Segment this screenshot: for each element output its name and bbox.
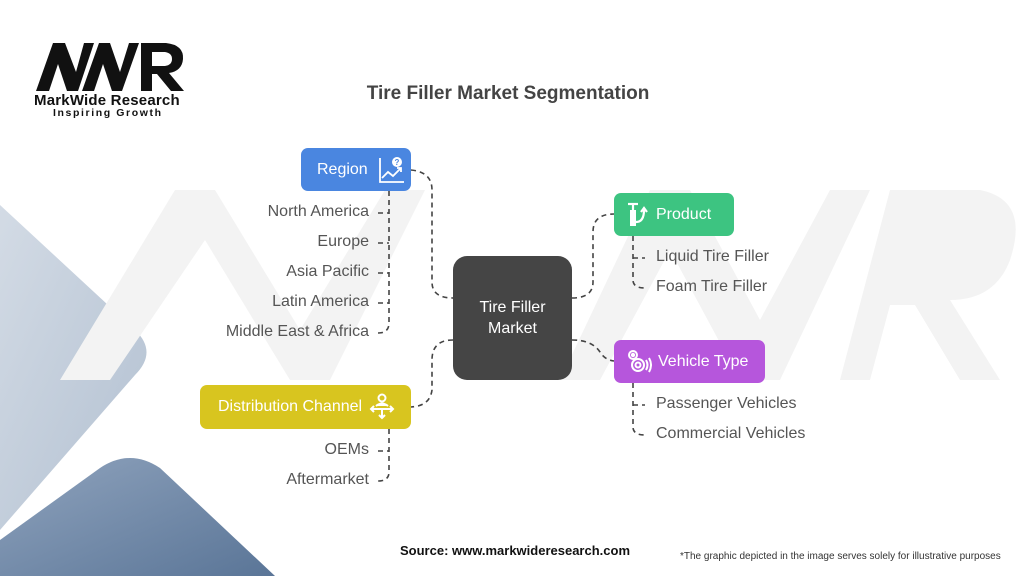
product-item: Liquid Tire Filler	[656, 248, 769, 265]
segment-region[interactable]: Region ?	[301, 148, 411, 191]
connector-region	[410, 169, 454, 299]
logo-tagline: Inspiring Growth	[53, 107, 163, 119]
connector-distribution-items	[377, 429, 390, 482]
segment-vehicle-type[interactable]: Vehicle Type	[614, 340, 765, 383]
region-item: Asia Pacific	[286, 263, 369, 280]
page-title: Tire Filler Market Segmentation	[366, 83, 650, 104]
source-link[interactable]: Source: www.markwideresearch.com	[400, 543, 631, 558]
watermark	[60, 190, 1016, 380]
region-item: North America	[267, 203, 369, 220]
region-item: Europe	[317, 233, 369, 250]
connector-vehicle-items	[632, 383, 646, 436]
segment-distribution-channel-label: Distribution Channel	[218, 398, 363, 415]
tire-icon	[626, 349, 652, 375]
vehicle-type-item: Passenger Vehicles	[656, 395, 797, 412]
distribution-arrows-icon	[369, 393, 395, 421]
disclaimer-note: *The graphic depicted in the image serve…	[680, 551, 1001, 562]
segment-region-label: Region	[317, 160, 368, 178]
center-node[interactable]: Tire Filler Market	[453, 256, 572, 380]
logo-name: MarkWide Research	[34, 92, 180, 109]
pump-icon	[626, 202, 648, 228]
connector-region-items	[377, 191, 390, 334]
distribution-channel-item: OEMs	[324, 441, 369, 458]
connector-product	[571, 213, 615, 299]
chart-question-icon: ?	[378, 156, 406, 184]
connector-distribution	[410, 339, 454, 408]
connector-vehicle	[571, 339, 615, 362]
logo-mark	[36, 43, 184, 91]
connector-product-items	[632, 236, 646, 289]
svg-text:?: ?	[394, 158, 399, 167]
region-item: Middle East & Africa	[225, 323, 369, 340]
segment-product[interactable]: Product	[614, 193, 734, 236]
segment-distribution-channel[interactable]: Distribution Channel	[200, 385, 411, 429]
vehicle-type-item: Commercial Vehicles	[656, 425, 806, 442]
bg-diamond-dark	[0, 458, 275, 576]
product-item: Foam Tire Filler	[656, 278, 768, 295]
segment-vehicle-type-label: Vehicle Type	[658, 352, 749, 370]
distribution-channel-item: Aftermarket	[286, 471, 369, 488]
center-label-line2: Market	[488, 320, 537, 337]
region-item: Latin America	[272, 293, 369, 310]
center-label-line1: Tire Filler	[479, 299, 546, 316]
segment-product-label: Product	[656, 205, 712, 223]
